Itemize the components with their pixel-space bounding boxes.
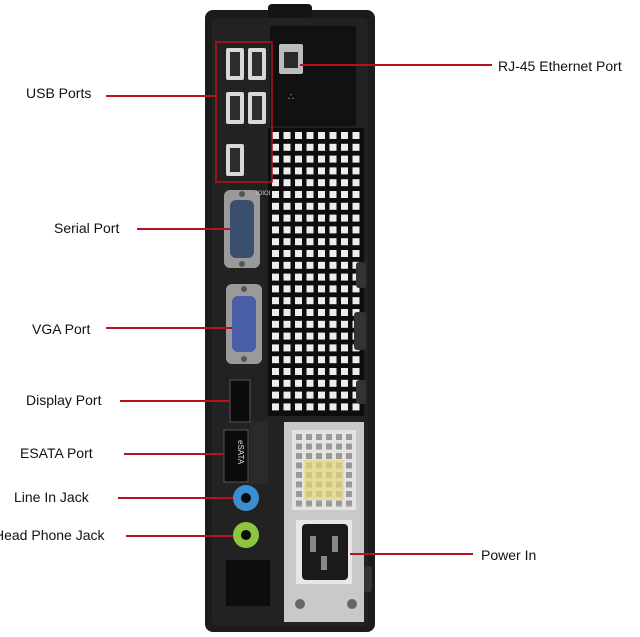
display-port (229, 379, 251, 423)
esata-port (223, 422, 268, 484)
headphone-jack (233, 522, 259, 548)
serial-port-leader-line (137, 228, 230, 230)
line-in-jack-leader-line (118, 497, 233, 499)
vga-port-label: VGA Port (32, 321, 91, 337)
line-in-jack (233, 485, 259, 511)
chassis-handle (268, 4, 312, 18)
vga-port-leader-line (106, 327, 232, 329)
rj45-port-label: RJ-45 Ethernet Port (498, 58, 622, 74)
usb-ports-label: USB Ports (26, 85, 92, 101)
power-in-leader-line (350, 553, 473, 555)
bottom-vents (226, 560, 270, 606)
side-slots (354, 262, 372, 592)
serial-port (224, 190, 260, 268)
vga-port (226, 284, 262, 364)
svg-text:∴: ∴ (288, 92, 294, 103)
serial-port-label: Serial Port (54, 220, 120, 236)
headphone-jack-label: Head Phone Jack (0, 527, 105, 543)
rj45-port: ∴ (270, 26, 356, 126)
ioioi-text: IOIOI (256, 191, 271, 197)
usb-ports-leader-line (106, 95, 216, 97)
esata-vertical-text: eSATA (236, 440, 245, 465)
display-port-label: Display Port (26, 392, 102, 408)
line-in-jack-label: Line In Jack (14, 489, 89, 505)
power-in-label: Power In (481, 547, 537, 563)
esata-port-label: ESATA Port (20, 445, 93, 461)
vent-grid (268, 128, 364, 416)
display-port-leader-line (120, 400, 230, 402)
headphone-jack-leader-line (126, 535, 233, 537)
power-supply (284, 422, 364, 622)
rj45-port-leader-line (300, 64, 492, 66)
esata-port-leader-line (124, 453, 224, 455)
usb-ports (215, 41, 273, 183)
